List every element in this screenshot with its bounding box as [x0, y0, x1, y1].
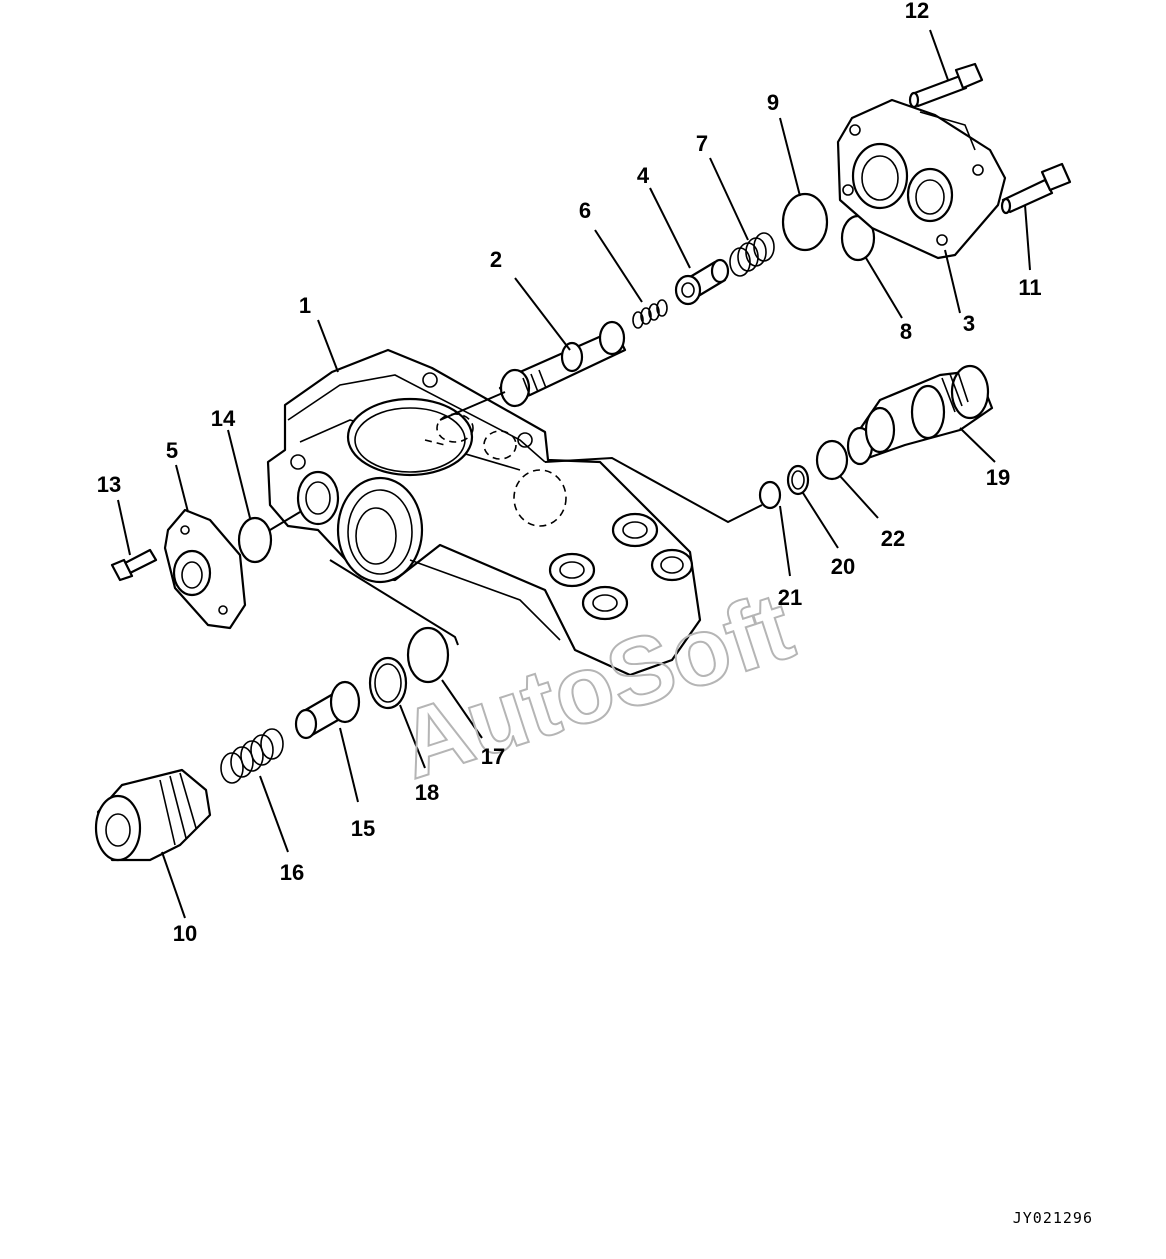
flange-part-5 [163, 508, 247, 630]
callout-20: 20 [831, 554, 855, 579]
callout-18: 18 [415, 780, 439, 805]
callout-3: 3 [963, 311, 975, 336]
piston-part-15 [294, 680, 361, 740]
callout-17: 17 [481, 744, 505, 769]
o-ring-part-14 [237, 516, 273, 564]
o-ring-part-17 [406, 626, 450, 684]
callout-11: 11 [1018, 275, 1041, 300]
leader-lines [117, 29, 1031, 919]
callout-12: 12 [905, 0, 929, 23]
callout-13: 13 [97, 472, 121, 497]
sleeve-part-4 [674, 258, 730, 306]
callout-labels: 1 2 3 4 5 6 7 8 9 10 11 12 13 14 15 16 1… [97, 0, 1042, 946]
callout-6: 6 [579, 198, 591, 223]
callout-7: 7 [696, 131, 708, 156]
callout-8: 8 [900, 319, 912, 344]
o-ring-part-22 [815, 439, 849, 481]
callout-1: 1 [299, 293, 311, 318]
callout-14: 14 [211, 406, 236, 431]
callout-15: 15 [351, 816, 375, 841]
bolt-part-11 [1000, 162, 1072, 215]
callout-19: 19 [986, 465, 1010, 490]
bolt-part-13 [110, 548, 158, 582]
callout-16: 16 [280, 860, 304, 885]
valve-body-part-1 [266, 348, 702, 677]
callout-9: 9 [767, 90, 779, 115]
callout-2: 2 [490, 247, 502, 272]
o-ring-part-9 [781, 192, 829, 252]
spring-part-16 [220, 728, 284, 784]
callout-5: 5 [166, 438, 178, 463]
callout-4: 4 [637, 163, 650, 188]
spring-part-7 [729, 232, 775, 277]
callout-22: 22 [881, 526, 905, 551]
drawing-code: JY021296 [1013, 1209, 1093, 1227]
spool-part-2 [498, 320, 627, 408]
cover-part-3 [836, 98, 1007, 260]
callout-10: 10 [173, 921, 197, 946]
callout-21: 21 [778, 585, 802, 610]
plug-part-10 [94, 768, 212, 862]
relief-valve-part-19 [846, 364, 994, 466]
washer-part-20 [786, 464, 810, 496]
spring-part-6 [632, 299, 668, 329]
o-ring-part-21 [758, 480, 782, 510]
assembly-guide-lines [269, 391, 763, 646]
bolt-part-12 [908, 62, 984, 109]
